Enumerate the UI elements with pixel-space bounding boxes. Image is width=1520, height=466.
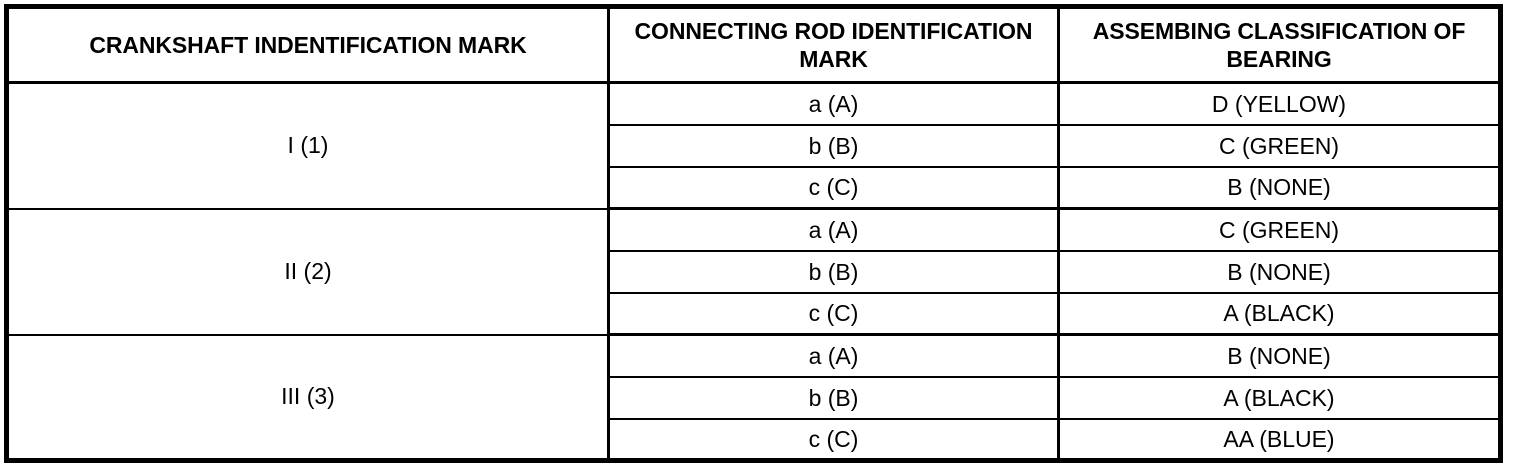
bearing-class-cell: B (NONE) bbox=[1057, 165, 1502, 210]
crankshaft-mark-cell: III (3) bbox=[5, 333, 610, 462]
rod-mark-cell: a (A) bbox=[607, 333, 1060, 378]
table-row: III (3) a (A) B (NONE) bbox=[5, 333, 1502, 462]
column-header-crankshaft-mark: CRANKSHAFT INDENTIFICATION MARK bbox=[5, 6, 610, 84]
bearing-class-cell: A (BLACK) bbox=[1057, 375, 1502, 420]
column-header-connecting-rod-mark: CONNECTING ROD IDENTIFICATION MARK bbox=[607, 6, 1060, 84]
table-row: I (1) a (A) D (YELLOW) bbox=[5, 81, 1502, 210]
table-row: c (C) AA (BLUE) bbox=[7, 417, 1502, 461]
bearing-class-cell: A (BLACK) bbox=[1057, 291, 1502, 336]
bearing-class-cell: AA (BLUE) bbox=[1057, 417, 1502, 461]
bearing-selection-table-container: CRANKSHAFT INDENTIFICATION MARK CONNECTI… bbox=[4, 4, 1503, 463]
crankshaft-mark-cell: II (2) bbox=[5, 207, 610, 336]
rod-mark-cell: b (B) bbox=[607, 375, 1060, 420]
table-row: c (C) A (BLACK) bbox=[7, 291, 1502, 336]
rod-mark-cell: b (B) bbox=[607, 123, 1060, 168]
table-row: II (2) a (A) C (GREEN) bbox=[5, 207, 1502, 336]
bearing-class-cell: C (GREEN) bbox=[1057, 207, 1502, 252]
bearing-class-cell: B (NONE) bbox=[1057, 333, 1502, 378]
crankshaft-mark-cell: I (1) bbox=[5, 81, 610, 210]
rod-mark-cell: c (C) bbox=[607, 291, 1060, 336]
rod-mark-cell: a (A) bbox=[607, 81, 1060, 126]
bearing-class-cell: D (YELLOW) bbox=[1057, 81, 1502, 126]
rod-mark-cell: c (C) bbox=[607, 417, 1060, 461]
table-row: b (B) B (NONE) bbox=[7, 249, 1502, 294]
rod-mark-cell: c (C) bbox=[607, 165, 1060, 210]
table-row: c (C) B (NONE) bbox=[7, 165, 1502, 210]
table-row: b (B) A (BLACK) bbox=[7, 375, 1502, 420]
table-row: b (B) C (GREEN) bbox=[7, 123, 1502, 168]
rod-mark-cell: a (A) bbox=[607, 207, 1060, 252]
column-header-bearing-classification: ASSEMBING CLASSIFICATION OF BEARING bbox=[1057, 6, 1502, 84]
rod-mark-cell: b (B) bbox=[607, 249, 1060, 294]
bearing-class-cell: B (NONE) bbox=[1057, 249, 1502, 294]
table-header-row: CRANKSHAFT INDENTIFICATION MARK CONNECTI… bbox=[5, 6, 1502, 84]
bearing-class-cell: C (GREEN) bbox=[1057, 123, 1502, 168]
bearing-selection-table: CRANKSHAFT INDENTIFICATION MARK CONNECTI… bbox=[4, 4, 1503, 463]
